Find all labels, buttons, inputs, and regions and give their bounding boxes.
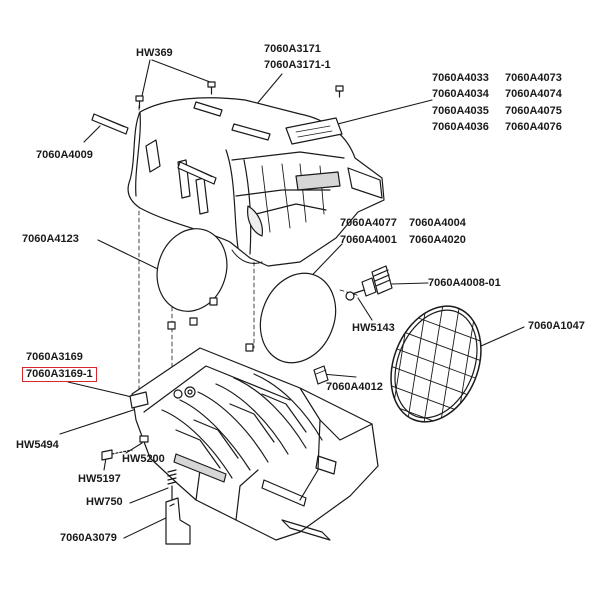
callout-7060a3169[interactable]: 7060A3169 [26,351,83,363]
callout-7060a4075[interactable]: 7060A4075 [505,105,562,117]
callout-7060a4004[interactable]: 7060A4004 [409,217,466,229]
callout-7060a4009[interactable]: 7060A4009 [36,149,93,161]
lens-left [156,228,228,312]
callout-hw750[interactable]: HW750 [86,496,123,508]
grid-filter [374,292,498,436]
callout-7060a4008-01[interactable]: 7060A4008-01 [428,277,501,289]
callout-7060a4076[interactable]: 7060A4076 [505,121,562,133]
callout-7060a4035[interactable]: 7060A4035 [432,105,489,117]
callout-hw5143[interactable]: HW5143 [352,322,395,334]
upper-housing-shell [127,97,385,267]
callout-7060a4074[interactable]: 7060A4074 [505,88,562,100]
callout-7060a3171-1[interactable]: 7060A3171-1 [264,59,331,71]
latch-7060A4012 [313,365,329,385]
callout-7060a1047[interactable]: 7060A1047 [528,320,585,332]
callout-7060a4077[interactable]: 7060A4077 [340,217,397,229]
callout-7060a4001[interactable]: 7060A4001 [340,234,397,246]
callout-hw369[interactable]: HW369 [136,47,173,59]
focus-knob [345,265,393,301]
bracket-7060A3079 [165,497,191,545]
callout-7060a4034[interactable]: 7060A4034 [432,88,489,100]
lower-tray-housing [129,347,379,541]
screws-hw369 [135,81,344,109]
callout-hw5200[interactable]: HW5200 [122,453,165,465]
callout-7060a3171[interactable]: 7060A3171 [264,43,321,55]
callout-7060a4020[interactable]: 7060A4020 [409,234,466,246]
label-plate [285,117,343,145]
callout-7060a3079[interactable]: 7060A3079 [60,532,117,544]
callout-7060a4033[interactable]: 7060A4033 [432,72,489,84]
small-hardware [101,435,177,501]
side-rails [91,113,217,185]
callout-7060a4123[interactable]: 7060A4123 [22,233,79,245]
callout-7060a4073[interactable]: 7060A4073 [505,72,562,84]
callout-7060a3169-1-highlighted[interactable]: 7060A3169-1 [22,367,97,382]
lens-clips [167,297,254,352]
top-cover-strips [193,101,271,141]
callout-7060a4036[interactable]: 7060A4036 [432,121,489,133]
callout-hw5197[interactable]: HW5197 [78,473,121,485]
callout-hw5494[interactable]: HW5494 [16,439,59,451]
lens-right [259,272,337,364]
callout-7060a4012[interactable]: 7060A4012 [326,381,383,393]
